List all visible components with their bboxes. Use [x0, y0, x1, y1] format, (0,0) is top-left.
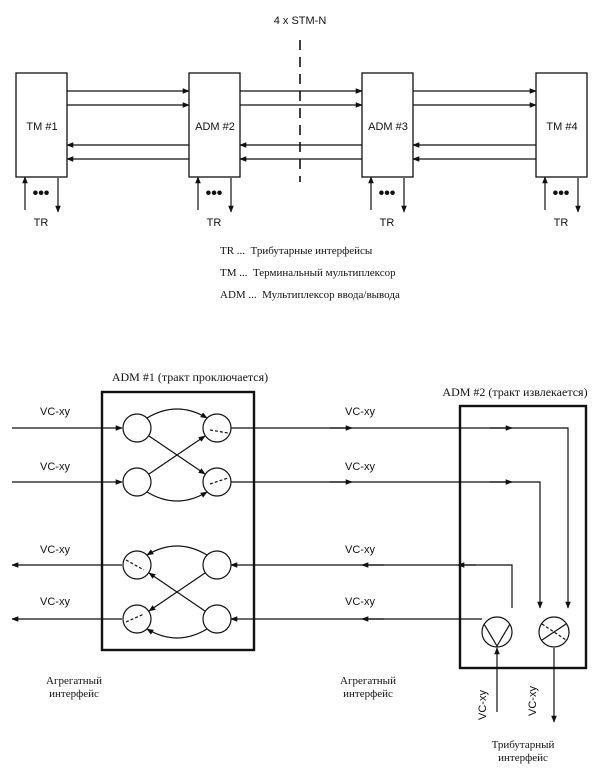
legend: TR ... Трибутарные интерфейсы TM ... Тер…	[220, 245, 400, 301]
stm-title: 4 x STM-N	[274, 15, 327, 27]
aggregate-label-left: Агрегатный	[46, 675, 102, 687]
switch-port	[122, 467, 152, 497]
tributary-label: интерфейс	[498, 752, 548, 764]
internal-path	[146, 545, 208, 556]
adm1-title: ADM #1 (тракт проключается)	[112, 370, 268, 384]
vc-label: VC-xy	[40, 406, 70, 418]
internal-path	[146, 491, 208, 502]
aggregate-links	[230, 425, 571, 622]
adm2-title: ADM #2 (тракт извлекается)	[442, 385, 587, 399]
adm1-box	[100, 390, 256, 652]
aggregate-label-mid: интерфейс	[343, 688, 393, 700]
internal-hint	[209, 429, 229, 434]
add-port	[481, 616, 513, 648]
tr-label: TR	[207, 217, 222, 229]
switch-port	[122, 413, 152, 443]
switch-port	[122, 604, 152, 634]
internal-path	[148, 435, 206, 475]
node-label: ADM #2	[195, 121, 235, 133]
adm1-switch-matrix	[122, 413, 232, 634]
vc-label-vertical: VC-xy	[477, 690, 489, 720]
vc-label: VC-xy	[40, 544, 70, 556]
internal-path	[148, 572, 206, 612]
aggregate-label-mid: Агрегатный	[340, 675, 396, 687]
tr-label: TR	[380, 217, 395, 229]
vc-label: VC-xy	[345, 406, 375, 418]
vc-label: VC-xy	[40, 461, 70, 473]
switch-port	[202, 413, 232, 443]
vc-label: VC-xy	[345, 544, 375, 556]
node-label: ADM #3	[368, 121, 408, 133]
tr-label: TR	[34, 217, 49, 229]
legend-item: ADM ... Мультиплексор ввода/вывода	[220, 289, 400, 301]
switch-port	[202, 550, 232, 580]
ellipsis-dots: •••	[33, 185, 50, 202]
internal-hint	[125, 613, 145, 623]
node-tm4: TM #4	[535, 72, 588, 178]
legend-item: TM ... Терминальный мультиплексор	[220, 267, 396, 279]
tr-label: TR	[554, 217, 569, 229]
stm-links	[66, 88, 537, 162]
internal-hint	[209, 477, 229, 485]
tributary-ports	[22, 176, 581, 213]
vc-label: VC-xy	[40, 596, 70, 608]
node-label: TM #4	[546, 121, 577, 133]
node-adm2: ADM #2	[188, 72, 241, 178]
link-path	[231, 427, 571, 609]
internal-path	[146, 628, 208, 639]
switch-port	[122, 550, 152, 580]
adm2-box	[458, 404, 588, 670]
add-port-symbol	[483, 623, 511, 648]
node-label: TM #1	[26, 121, 57, 133]
legend-item: TR ... Трибутарные интерфейсы	[220, 245, 373, 257]
drop-port-symbol	[541, 623, 567, 641]
adm1-signal-paths	[11, 408, 229, 639]
vc-label: VC-xy	[345, 461, 375, 473]
tributary-label: Трибутарный	[492, 739, 555, 751]
node-adm3: ADM #3	[361, 72, 414, 178]
internal-path	[146, 408, 208, 419]
ellipsis-dots: •••	[553, 185, 570, 202]
internal-hint	[125, 559, 145, 571]
switch-port	[202, 604, 232, 634]
link-path	[231, 481, 543, 609]
aggregate-label-left: интерфейс	[49, 688, 99, 700]
ellipsis-dots: •••	[206, 185, 223, 202]
vc-label-vertical: VC-xy	[527, 686, 539, 716]
vc-label: VC-xy	[345, 596, 375, 608]
ellipsis-dots: •••	[379, 185, 396, 202]
link-path	[230, 562, 513, 608]
node-tm1: TM #1	[15, 72, 68, 178]
